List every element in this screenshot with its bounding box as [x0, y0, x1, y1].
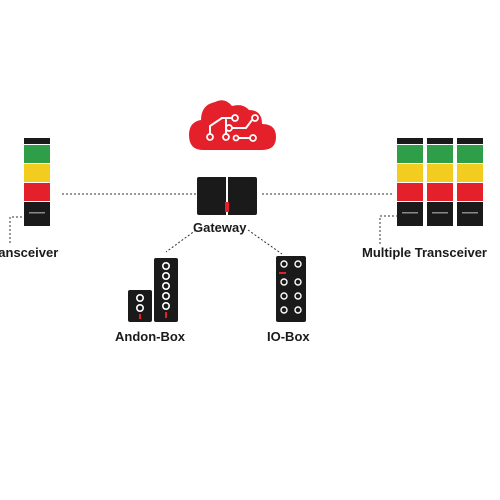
- signal-tower-icon: [427, 138, 453, 226]
- connection-lines: [9, 193, 398, 255]
- io-box-icon: [276, 256, 306, 322]
- gateway-device-icon: [197, 170, 257, 216]
- signal-tower-icon: [24, 138, 50, 226]
- signal-tower-icon: [397, 138, 423, 226]
- connector-gateway-to-io-box: [247, 229, 283, 255]
- multiple-transceiver-label: Multiple Transceiver: [362, 245, 487, 260]
- signal-tower-icon: [457, 138, 483, 226]
- andon-box-icon: [128, 258, 178, 322]
- connector-gateway-to-andon-box: [165, 229, 197, 253]
- gateway-label: Gateway: [193, 220, 247, 235]
- cloud-network-icon: [189, 100, 276, 150]
- io-box-label: IO-Box: [267, 329, 310, 344]
- transceiver-label: Transceiver: [0, 245, 59, 260]
- connector-left-tower-to-label: [9, 216, 22, 244]
- connector-right-towers-to-label: [379, 215, 398, 244]
- andon-box-label: Andon-Box: [115, 329, 186, 344]
